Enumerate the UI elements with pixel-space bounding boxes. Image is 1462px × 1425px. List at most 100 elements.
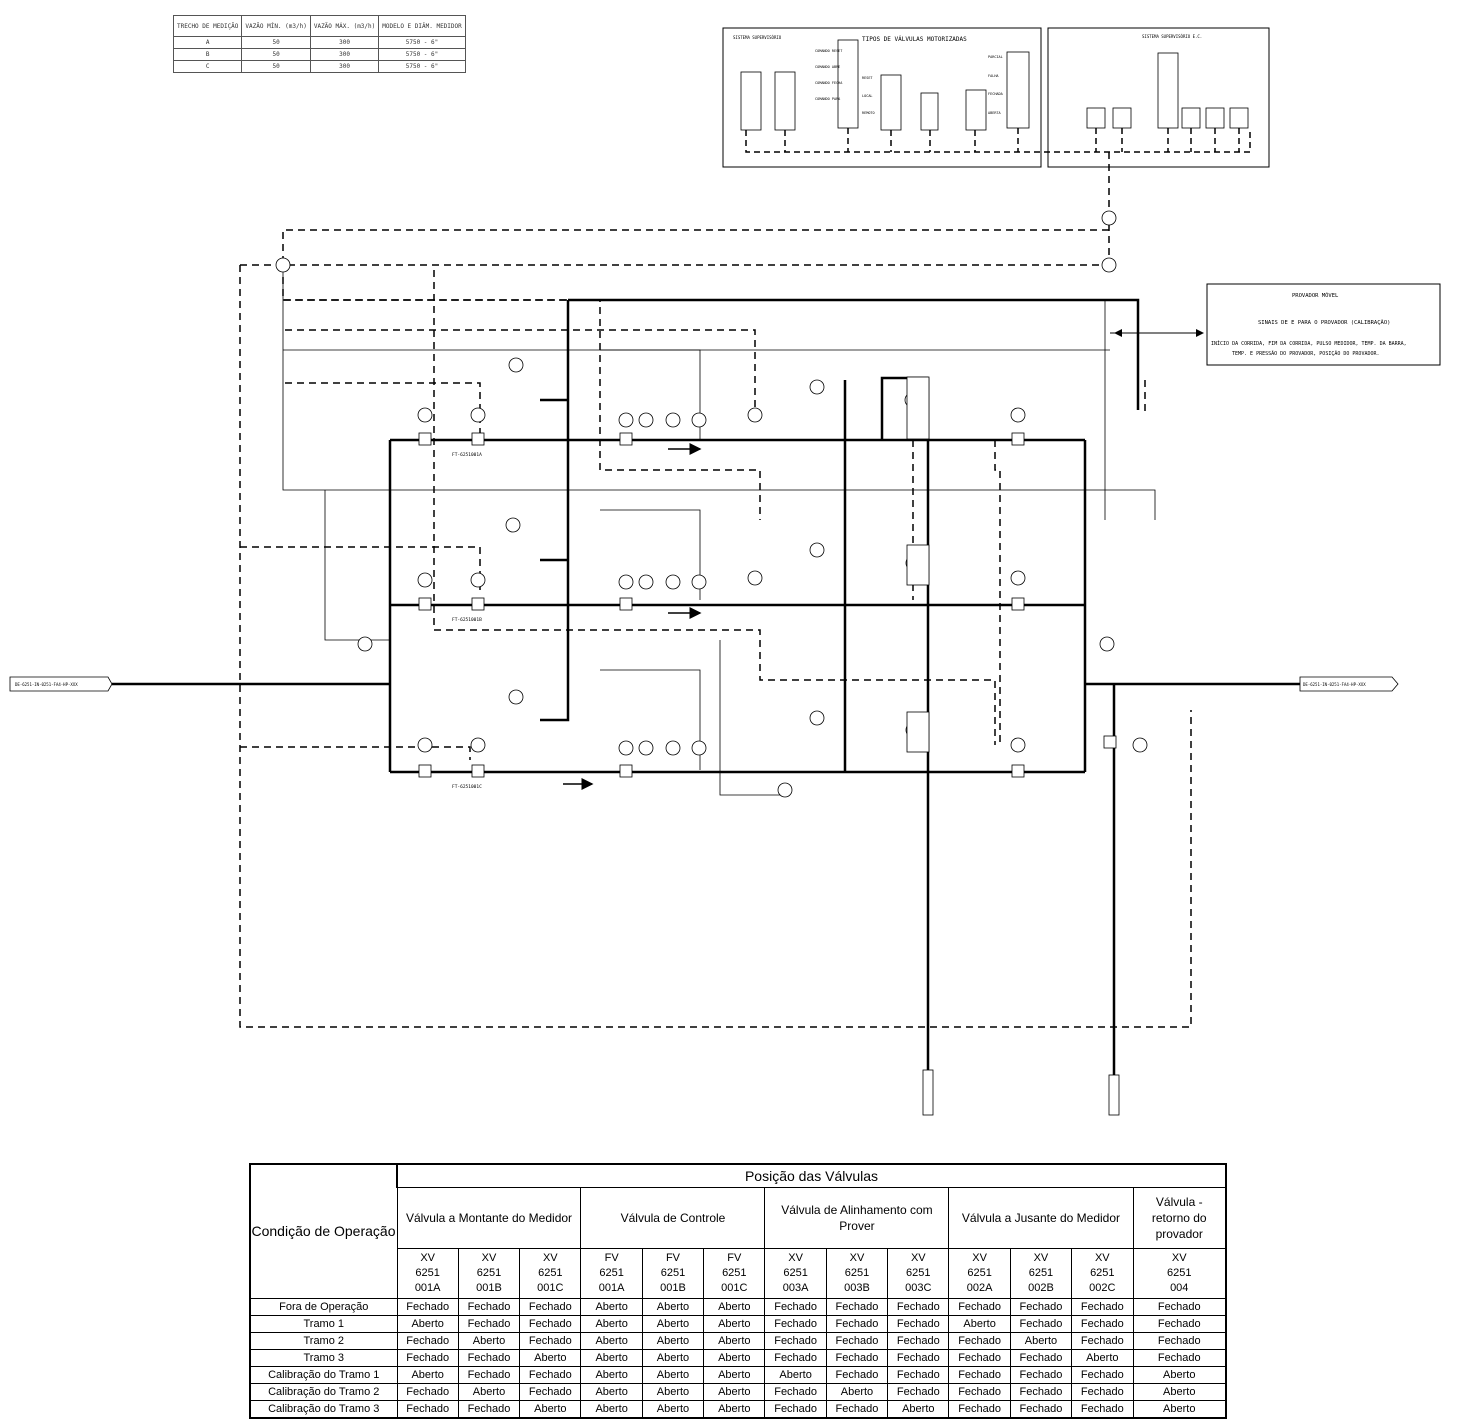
valve-symbols bbox=[418, 376, 1117, 778]
valve-tag-part: 001A bbox=[414, 1282, 441, 1294]
valve-tag-part: 003A bbox=[782, 1282, 809, 1294]
valve-state-cell: Fechado bbox=[1009, 1366, 1073, 1384]
valve-state-cell: Aberto bbox=[519, 1349, 582, 1367]
valve-state-cell: Fechado bbox=[1132, 1298, 1227, 1316]
valve-state-cell: Fechado bbox=[457, 1349, 521, 1367]
valve-state-cell: Aberto bbox=[703, 1383, 766, 1401]
valve-state-cell: Aberto bbox=[580, 1332, 643, 1350]
valve-tag-part: 6251 bbox=[844, 1267, 870, 1279]
valve-state-cell: Aberto bbox=[641, 1349, 705, 1367]
valve-state-cell: Aberto bbox=[641, 1400, 705, 1419]
valve-state-cell: Fechado bbox=[825, 1400, 889, 1419]
valve-tag-part: 001C bbox=[537, 1282, 564, 1294]
valve-tag-part: 001B bbox=[476, 1282, 502, 1294]
valve-state-cell: Fechado bbox=[457, 1366, 521, 1384]
valve-tag-part: 004 bbox=[1170, 1282, 1189, 1294]
valve-state-cell: Fechado bbox=[764, 1349, 827, 1367]
status-remote-label: REMOTO bbox=[862, 111, 875, 115]
valve-state-cell: Fechado bbox=[457, 1315, 521, 1333]
operation-condition-cell: Tramo 2 bbox=[249, 1332, 398, 1350]
valve-state-cell: Aberto bbox=[519, 1400, 582, 1419]
valve-state-cell: Aberto bbox=[703, 1349, 766, 1367]
valve-state-cell: Fechado bbox=[396, 1298, 459, 1316]
valve-state-cell: Aberto bbox=[641, 1298, 705, 1316]
valve-state-cell: Fechado bbox=[887, 1383, 950, 1401]
valve-tag-part: 6251 bbox=[906, 1267, 931, 1279]
operation-condition-cell: Calibração do Tramo 2 bbox=[249, 1383, 398, 1401]
valve-state-cell: Fechado bbox=[948, 1383, 1011, 1401]
valve-state-cell: Aberto bbox=[396, 1315, 459, 1333]
valve-tag-part: XV bbox=[910, 1252, 926, 1264]
table-cell: 300 bbox=[309, 60, 380, 73]
valve-state-cell: Fechado bbox=[519, 1332, 582, 1350]
valve-state-cell: Fechado bbox=[825, 1366, 889, 1384]
valve-state-cell: Fechado bbox=[1132, 1315, 1227, 1333]
valve-state-cell: Aberto bbox=[580, 1298, 643, 1316]
valve-state-cell: Fechado bbox=[1132, 1349, 1227, 1367]
valve-state-cell: Fechado bbox=[1071, 1298, 1134, 1316]
valve-state-cell: Fechado bbox=[1071, 1366, 1134, 1384]
flow-transmitter-c-tag: FT-6251001C bbox=[452, 784, 482, 790]
side-open-label: ABERTA bbox=[988, 111, 1002, 115]
valve-tag-part: XV bbox=[972, 1252, 987, 1264]
valve-state-cell: Fechado bbox=[1071, 1332, 1134, 1350]
valve-tag-part: 6251 bbox=[599, 1267, 624, 1279]
prover-line3: TEMP. E PRESSÃO DO PROVADOR, POSIÇÃO DO … bbox=[1232, 350, 1380, 357]
valve-tag-part: XV bbox=[542, 1252, 558, 1264]
valve-state-cell: Aberto bbox=[457, 1383, 521, 1401]
valve-tag-part: 6251 bbox=[415, 1267, 440, 1279]
valve-state-cell: Aberto bbox=[1132, 1383, 1227, 1401]
valve-state-cell: Fechado bbox=[1071, 1400, 1134, 1419]
valve-state-cell: Aberto bbox=[580, 1366, 643, 1384]
valve-state-cell: Fechado bbox=[825, 1298, 889, 1316]
operation-condition-cell: Tramo 3 bbox=[249, 1349, 398, 1367]
supervisory-left-label: SISTEMA SUPERVISÓRIO bbox=[733, 35, 782, 40]
operation-condition-cell: Tramo 1 bbox=[249, 1315, 398, 1333]
valve-state-cell: Aberto bbox=[580, 1383, 643, 1401]
valve-state-cell: Aberto bbox=[703, 1332, 766, 1350]
valve-tag-part: 001B bbox=[660, 1282, 686, 1294]
valve-position-table: Condição de Operação Posição das Válvula… bbox=[249, 1163, 1227, 1419]
prover-line1: SINAIS DE E PARA O PROVADOR (CALIBRAÇÃO) bbox=[1258, 319, 1390, 326]
valve-tag-part: 002A bbox=[966, 1282, 993, 1294]
group-control-header: Válvula de Controle bbox=[580, 1187, 766, 1249]
flow-transmitter-b-tag: FT-6251001B bbox=[452, 617, 482, 623]
valve-state-cell: Fechado bbox=[1132, 1332, 1227, 1350]
table-cell: C bbox=[172, 60, 243, 73]
valve-state-cell: Aberto bbox=[457, 1332, 521, 1350]
condition-header: Condição de Operação bbox=[249, 1163, 398, 1299]
measurement-section-table: TRECHO DE MEDIÇÃO VAZÃO MÍN. (m3/h) VAZÃ… bbox=[172, 15, 466, 73]
valve-tag-part: 6251 bbox=[538, 1267, 563, 1279]
side-fail-label: FALHA bbox=[988, 74, 999, 78]
valve-table-title: Posição das Válvulas bbox=[396, 1163, 1227, 1188]
instrument-lines bbox=[282, 268, 1156, 796]
valve-state-cell: Fechado bbox=[764, 1315, 827, 1333]
valve-state-cell: Fechado bbox=[519, 1383, 582, 1401]
valve-tag-part: 001C bbox=[721, 1282, 748, 1294]
prover-line2: INÍCIO DA CORRIDA, FIM DA CORRIDA, PULSO… bbox=[1211, 339, 1407, 347]
valve-state-cell: Fechado bbox=[1071, 1383, 1134, 1401]
valve-state-cell: Fechado bbox=[764, 1298, 827, 1316]
valve-state-cell: Fechado bbox=[887, 1366, 950, 1384]
valve-tag-part: 6251 bbox=[1167, 1267, 1192, 1279]
valve-state-cell: Fechado bbox=[457, 1400, 521, 1419]
operation-condition-cell: Calibração do Tramo 1 bbox=[249, 1366, 398, 1384]
inlet-tag: DE-6251-IN-0251-FA4-HP-XXX bbox=[15, 682, 78, 687]
valve-state-cell: Fechado bbox=[887, 1315, 950, 1333]
valve-state-cell: Aberto bbox=[764, 1366, 827, 1384]
valve-state-cell: Fechado bbox=[764, 1400, 827, 1419]
valve-state-cell: Aberto bbox=[703, 1400, 766, 1419]
flow-transmitter-a-tag: FT-6251001A bbox=[452, 452, 482, 458]
valve-tag-part: 002B bbox=[1028, 1282, 1054, 1294]
table-cell: 50 bbox=[241, 60, 311, 73]
valve-state-cell: Aberto bbox=[1071, 1349, 1134, 1367]
prover-box: PROVADOR MÓVEL SINAIS DE E PARA O PROVAD… bbox=[1206, 283, 1441, 366]
valve-state-cell: Fechado bbox=[887, 1298, 950, 1316]
valve-state-cell: Aberto bbox=[641, 1366, 705, 1384]
